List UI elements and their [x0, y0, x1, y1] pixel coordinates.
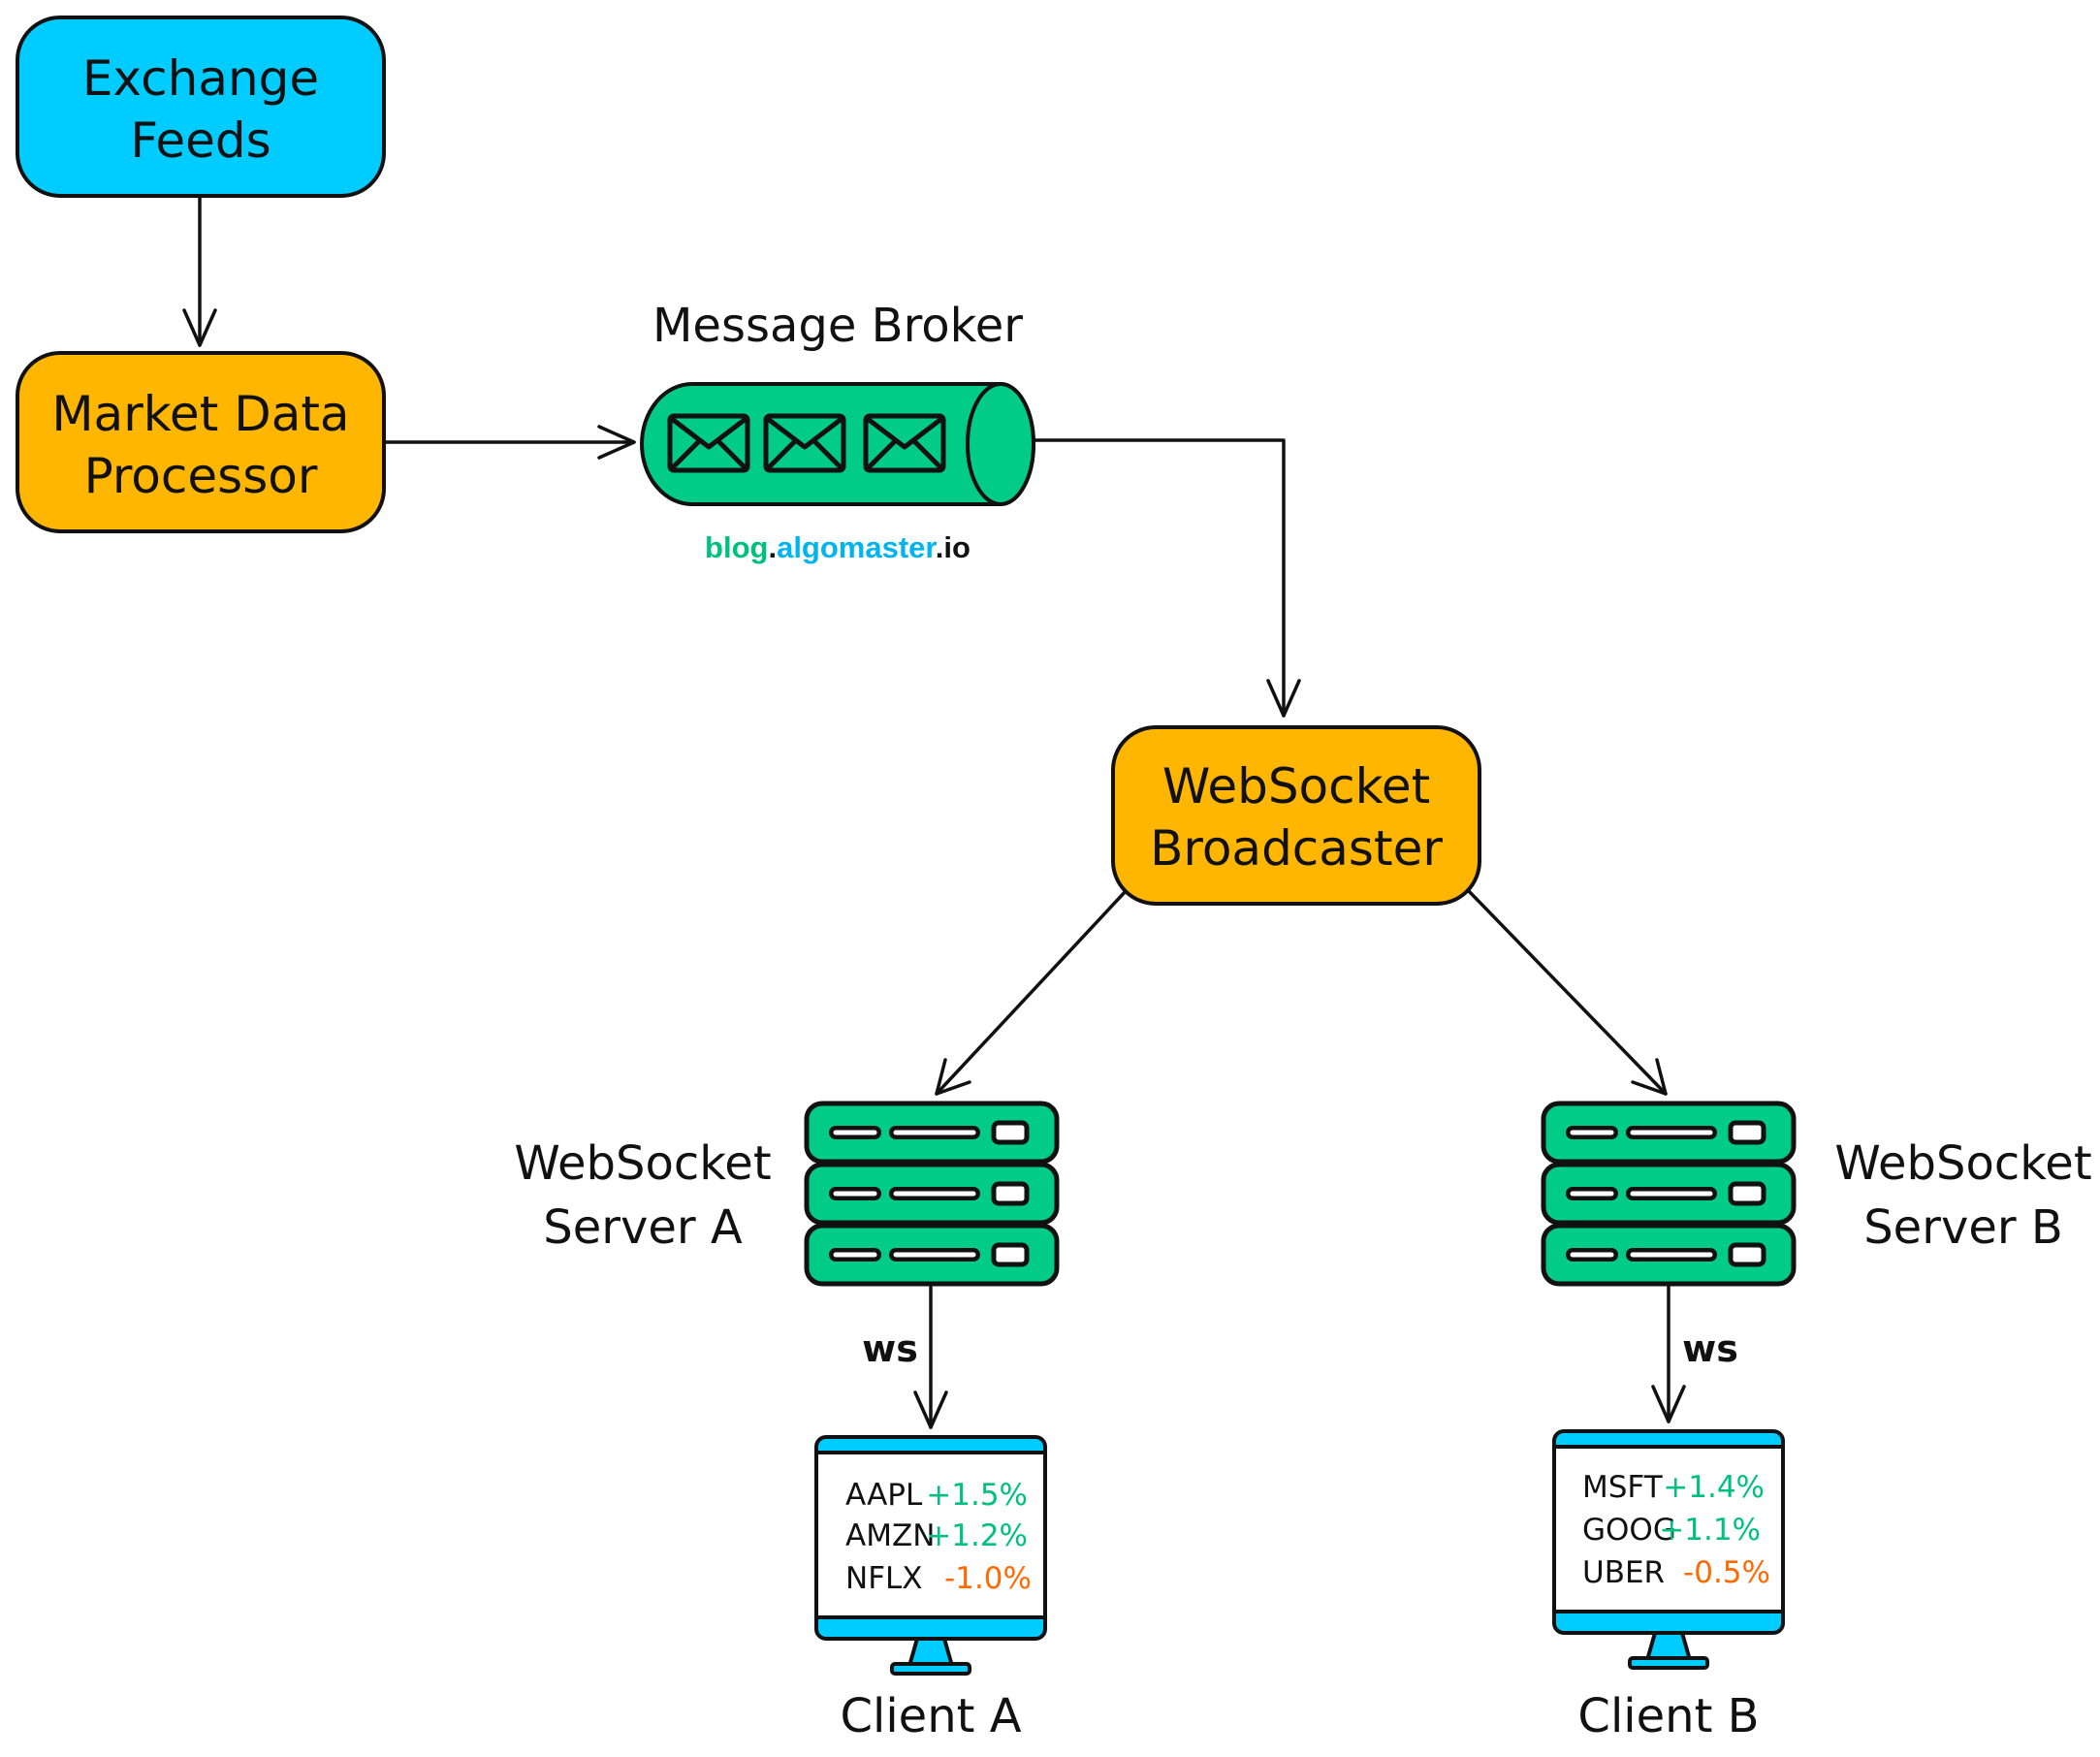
arrowhead [1651, 1385, 1686, 1423]
client-b-label: Client B [1577, 1689, 1759, 1743]
edge-broker-to-broadcaster [1028, 438, 1286, 718]
message-broker-queue[interactable] [640, 382, 1035, 506]
ticker-symbol: NFLX [845, 1561, 923, 1596]
websocket-server-a-node[interactable]: WebSocket Server A [514, 1103, 1057, 1284]
monitor-icon [814, 1435, 1047, 1676]
watermark: blog.algomaster.io [705, 530, 970, 564]
envelope-icon [670, 416, 748, 470]
envelope-icon [766, 416, 843, 470]
quote-row: UBER -0.5% [1582, 1555, 1770, 1590]
ws-protocol-label-b: ws [1682, 1327, 1738, 1370]
client-a-node[interactable]: AAPL +1.5% AMZN +1.2% NFLX -1.0% Client … [814, 1435, 1047, 1743]
arrowhead [1631, 1058, 1668, 1096]
server-b-label-line1: WebSocket [1834, 1136, 2091, 1191]
websocket-server-b-node[interactable]: WebSocket Server B [1543, 1103, 2092, 1284]
exchange-feeds-label-line1: Exchange [82, 50, 319, 107]
websocket-broadcaster-node[interactable]: WebSocket Broadcaster [1111, 725, 1481, 906]
exchange-feeds-node[interactable]: Exchange Feeds [16, 16, 386, 198]
arrowhead [913, 1390, 948, 1429]
price-change: +1.2% [926, 1518, 1028, 1553]
quote-row: AAPL +1.5% [845, 1478, 1028, 1513]
envelope-icon [866, 416, 943, 470]
broadcaster-label-line1: WebSocket [1162, 758, 1430, 815]
ticker-symbol: GOOG [1582, 1513, 1676, 1548]
client-b-node[interactable]: MSFT +1.4% GOOG +1.1% UBER -0.5% Client … [1552, 1429, 1785, 1743]
price-change: +1.5% [926, 1478, 1028, 1513]
quote-row: MSFT +1.4% [1582, 1470, 1765, 1505]
quote-row: GOOG +1.1% [1582, 1513, 1761, 1548]
ws-protocol-label-a: ws [862, 1327, 918, 1370]
connectors [182, 194, 1686, 1429]
ticker-symbol: AMZN [845, 1518, 935, 1553]
quote-row: AMZN +1.2% [845, 1518, 1028, 1553]
price-change: -1.0% [944, 1561, 1032, 1596]
server-a-label-line1: WebSocket [514, 1136, 771, 1191]
price-change: -0.5% [1683, 1555, 1770, 1590]
edge-broadcaster-to-server-b [1466, 888, 1668, 1096]
ticker-symbol: MSFT [1582, 1470, 1664, 1505]
client-a-label: Client A [840, 1689, 1021, 1743]
price-change: +1.1% [1659, 1513, 1761, 1548]
quote-row: NFLX -1.0% [845, 1561, 1032, 1596]
broadcaster-label-line2: Broadcaster [1150, 820, 1443, 877]
arrowhead [182, 308, 217, 347]
arrowhead [1266, 679, 1301, 718]
message-broker-title: Message Broker [652, 299, 1023, 353]
processor-label-line2: Processor [84, 448, 318, 504]
price-change: +1.4% [1663, 1470, 1765, 1505]
edge-broadcaster-to-server-a [935, 888, 1129, 1096]
ticker-symbol: UBER [1582, 1555, 1665, 1590]
arrowhead [597, 425, 636, 460]
server-b-label-line2: Server B [1863, 1200, 2063, 1255]
market-data-processor-node[interactable]: Market Data Processor [16, 351, 386, 533]
server-a-label-line2: Server A [543, 1200, 743, 1255]
exchange-feeds-label-line2: Feeds [130, 112, 270, 169]
server-icon [1543, 1103, 1794, 1284]
processor-label-line1: Market Data [51, 386, 349, 442]
arrowhead [935, 1058, 971, 1096]
server-icon [807, 1103, 1057, 1284]
monitor-icon [1552, 1429, 1785, 1670]
ticker-symbol: AAPL [845, 1478, 923, 1513]
